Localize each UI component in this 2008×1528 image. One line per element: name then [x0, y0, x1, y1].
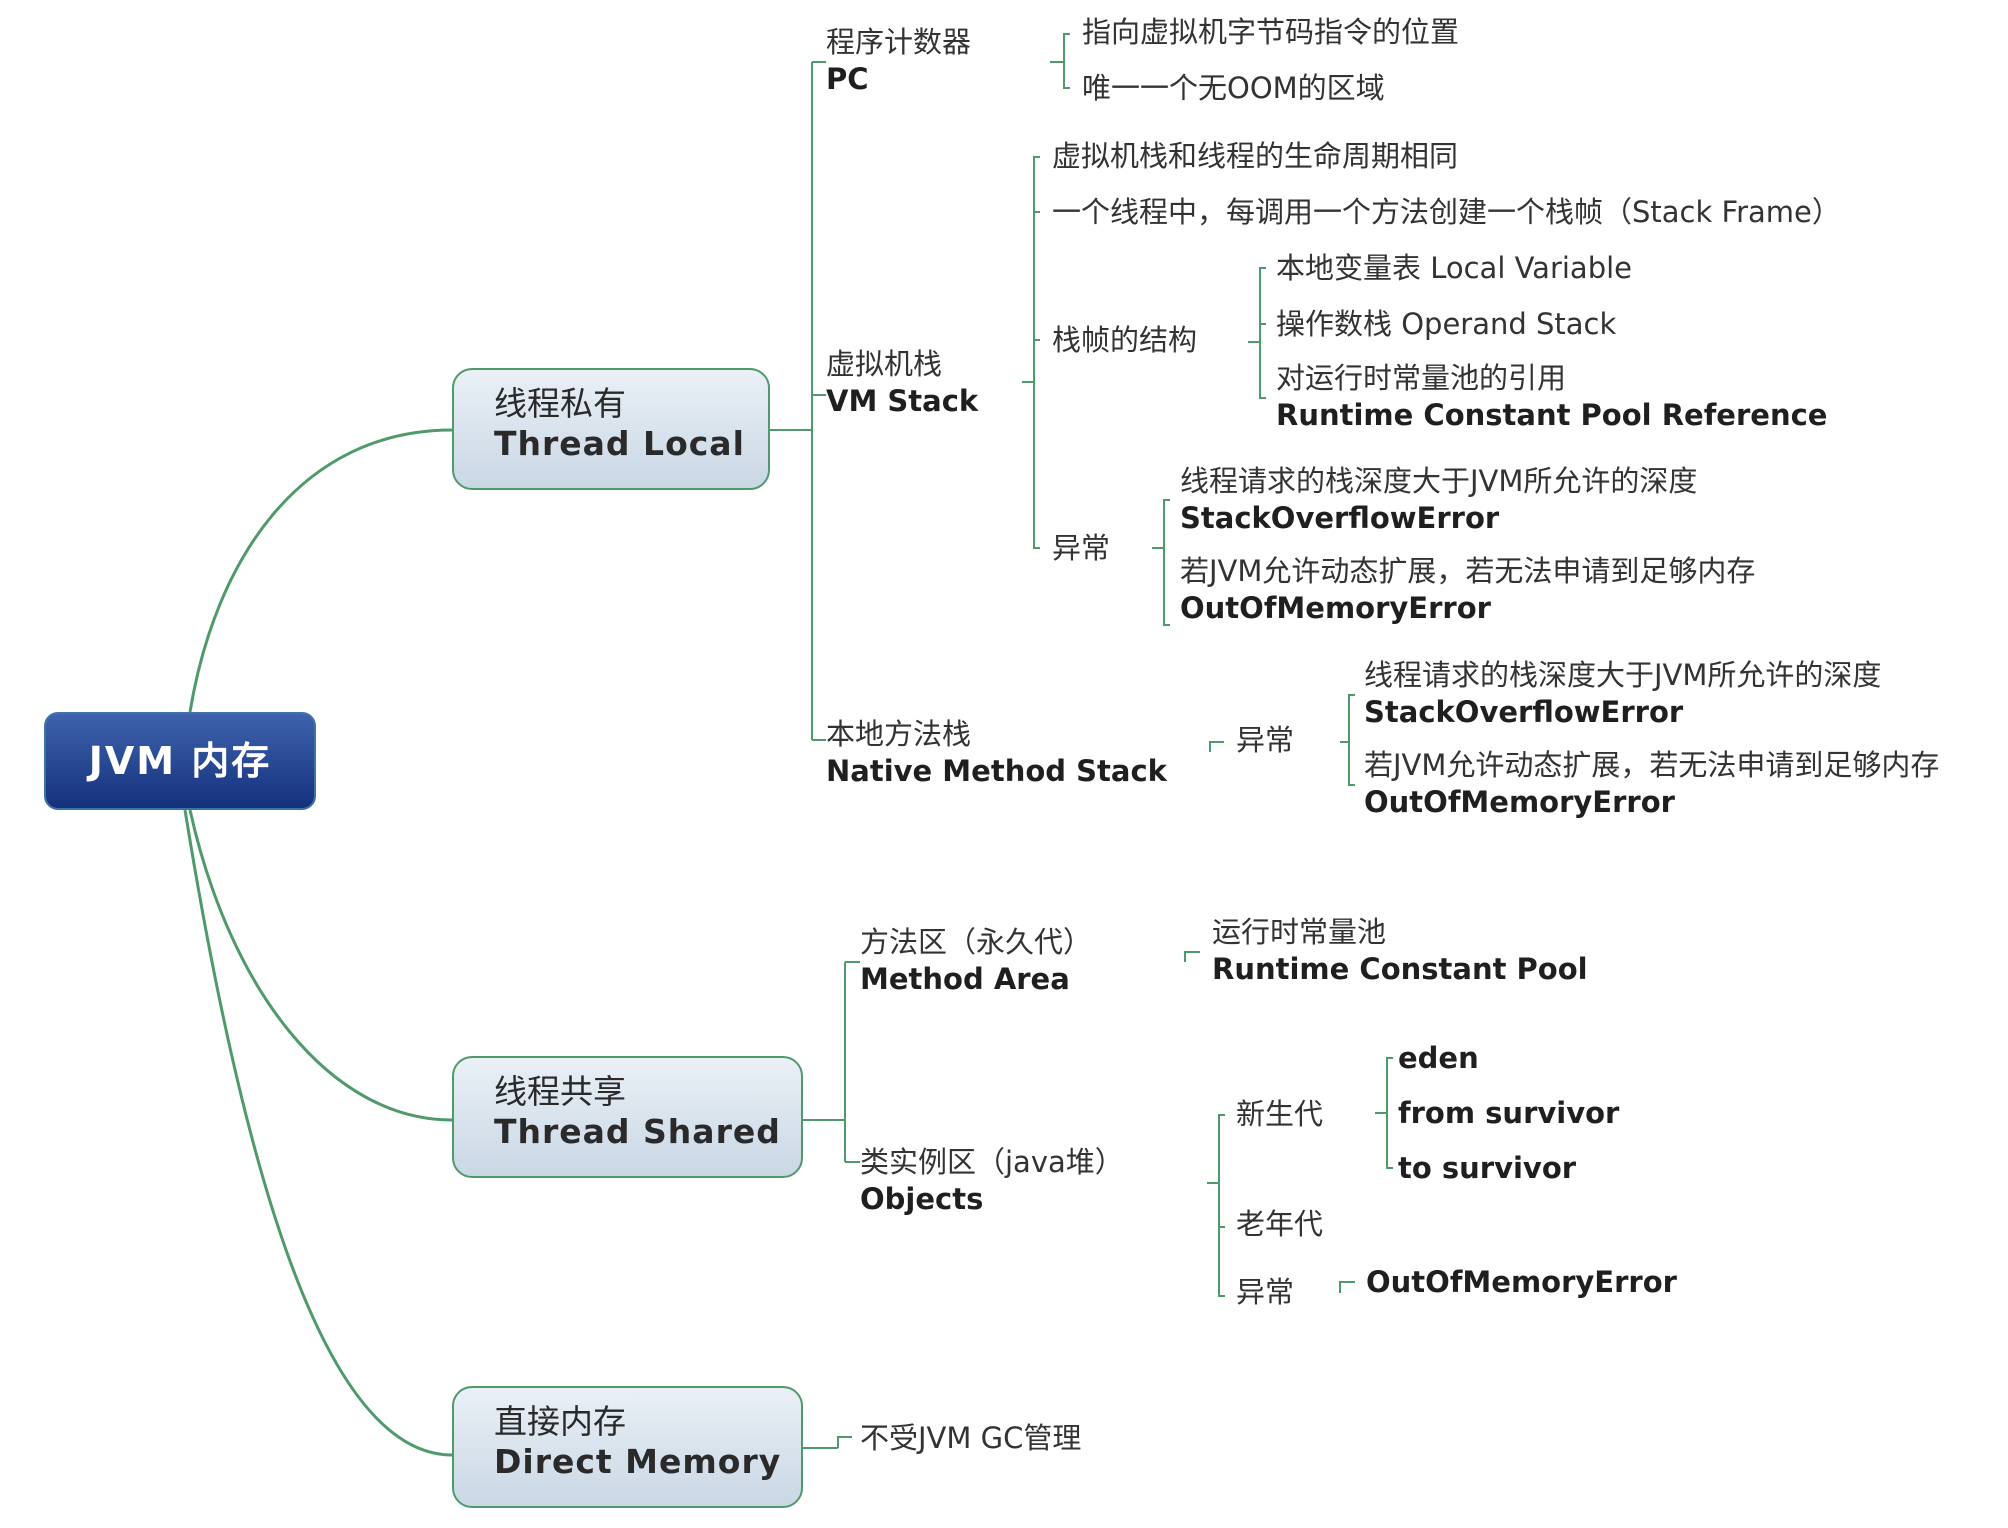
to-survivor-text: to survivor: [1398, 1151, 1577, 1185]
from-survivor-text: from survivor: [1398, 1096, 1620, 1130]
operand-stack-text: 操作数栈 Operand Stack: [1276, 307, 1617, 341]
bracket-frame-structure: [1248, 267, 1266, 399]
method-area-en: Method Area: [860, 962, 1070, 996]
vm-stack-item-1: 虚拟机栈和线程的生命周期相同: [1052, 138, 1458, 175]
vm-oom-zh: 若JVM允许动态扩展，若无法申请到足够内存: [1180, 554, 1756, 588]
bracket-objects: [1207, 1114, 1225, 1297]
native-exception-label: 异常: [1236, 723, 1295, 757]
runtime-pool-en: Runtime Constant Pool: [1212, 952, 1588, 986]
thread-local-zh: 线程私有: [494, 384, 626, 423]
thread-shared-node: 线程共享 Thread Shared: [452, 1056, 803, 1178]
pc-node: 程序计数器 PC: [826, 24, 971, 98]
direct-memory-note: 不受JVM GC管理: [860, 1420, 1081, 1457]
frame-structure-label: 栈帧的结构: [1052, 323, 1198, 357]
pc-en: PC: [826, 62, 869, 96]
pc-item-2: 唯一一个无OOM的区域: [1082, 70, 1385, 107]
native-stack-node: 本地方法栈 Native Method Stack: [826, 716, 1167, 790]
objects-node: 类实例区（java堆） Objects: [860, 1144, 1124, 1218]
pool-reference-zh: 对运行时常量池的引用: [1276, 361, 1567, 395]
bracket-pc: [1050, 33, 1070, 89]
pc-zh: 程序计数器: [826, 25, 972, 59]
vm-oom-item: 若JVM允许动态扩展，若无法申请到足够内存 OutOfMemoryError: [1180, 553, 1755, 627]
objects-exception-node: 异常: [1236, 1274, 1294, 1311]
link-direct-memory: [803, 1436, 852, 1449]
direct-memory-node: 直接内存 Direct Memory: [452, 1386, 803, 1508]
vm-stack-item-2-text: 一个线程中，每调用一个方法创建一个栈帧（Stack Frame）: [1052, 195, 1841, 229]
to-survivor-item: to survivor: [1398, 1150, 1576, 1187]
old-generation-label: 老年代: [1236, 1207, 1324, 1241]
young-generation-label: 新生代: [1236, 1097, 1324, 1131]
root-label: JVM 内存: [88, 739, 272, 783]
link-root-thread-shared: [188, 809, 453, 1122]
old-generation-node: 老年代: [1236, 1206, 1323, 1243]
vm-exception-node: 异常: [1052, 530, 1110, 567]
objects-zh: 类实例区（java堆）: [860, 1145, 1124, 1179]
eden-item: eden: [1398, 1040, 1479, 1077]
native-so-en: StackOverflowError: [1364, 695, 1684, 729]
bracket-vm-exception: [1152, 499, 1170, 626]
native-so-item: 线程请求的栈深度大于JVM所允许的深度 StackOverflowError: [1364, 657, 1881, 731]
native-so-zh: 线程请求的栈深度大于JVM所允许的深度: [1364, 658, 1882, 692]
runtime-pool-item: 运行时常量池 Runtime Constant Pool: [1212, 914, 1588, 988]
native-oom-item: 若JVM允许动态扩展，若无法申请到足够内存 OutOfMemoryError: [1364, 747, 1939, 821]
eden-text: eden: [1398, 1041, 1479, 1075]
bracket-native-exception: [1340, 694, 1355, 786]
objects-exception-label: 异常: [1236, 1275, 1295, 1309]
thread-shared-en: Thread Shared: [494, 1112, 781, 1151]
link-thread-shared-trunk: [803, 961, 860, 1163]
link-root-direct-memory: [183, 809, 453, 1457]
pc-item-1-text: 指向虚拟机字节码指令的位置: [1082, 15, 1460, 49]
thread-local-en: Thread Local: [494, 424, 745, 463]
runtime-pool-zh: 运行时常量池: [1212, 915, 1387, 949]
vm-stack-item-2: 一个线程中，每调用一个方法创建一个栈帧（Stack Frame）: [1052, 194, 1841, 231]
native-stack-zh: 本地方法栈: [826, 717, 972, 751]
bracket-young: [1375, 1057, 1393, 1169]
vm-so-zh: 线程请求的栈深度大于JVM所允许的深度: [1180, 464, 1698, 498]
frame-structure-node: 栈帧的结构: [1052, 322, 1197, 359]
link-objects-exception: [1339, 1281, 1355, 1293]
bracket-vm-stack: [1022, 156, 1040, 549]
native-stack-en: Native Method Stack: [826, 754, 1167, 788]
direct-memory-zh: 直接内存: [494, 1402, 626, 1441]
pc-item-1: 指向虚拟机字节码指令的位置: [1082, 14, 1459, 51]
vm-stack-node: 虚拟机栈 VM Stack: [826, 346, 978, 420]
thread-local-node: 线程私有 Thread Local: [452, 368, 770, 490]
root-node: JVM 内存: [44, 712, 316, 810]
pool-reference-item: 对运行时常量池的引用 Runtime Constant Pool Referen…: [1276, 360, 1827, 434]
native-exception-node: 异常: [1236, 722, 1294, 759]
direct-memory-note-text: 不受JVM GC管理: [860, 1421, 1082, 1455]
pc-item-2-text: 唯一一个无OOM的区域: [1082, 71, 1385, 105]
local-variable-text: 本地变量表 Local Variable: [1276, 251, 1633, 285]
thread-shared-zh: 线程共享: [494, 1072, 626, 1111]
link-native-exception: [1209, 741, 1224, 752]
vm-oom-en: OutOfMemoryError: [1180, 591, 1491, 625]
young-generation-node: 新生代: [1236, 1096, 1323, 1133]
vm-so-item: 线程请求的栈深度大于JVM所允许的深度 StackOverflowError: [1180, 463, 1697, 537]
link-root-thread-local: [188, 428, 453, 713]
local-variable-item: 本地变量表 Local Variable: [1276, 250, 1632, 287]
objects-oom-text: OutOfMemoryError: [1366, 1265, 1677, 1299]
vm-so-en: StackOverflowError: [1180, 501, 1500, 535]
link-method-area-pool: [1184, 951, 1200, 962]
vm-stack-zh: 虚拟机栈: [826, 347, 943, 381]
method-area-node: 方法区（永久代） Method Area: [860, 924, 1092, 998]
objects-en: Objects: [860, 1182, 984, 1216]
direct-memory-en: Direct Memory: [494, 1442, 782, 1481]
native-oom-zh: 若JVM允许动态扩展，若无法申请到足够内存: [1364, 748, 1940, 782]
objects-oom-item: OutOfMemoryError: [1366, 1264, 1677, 1301]
link-thread-local-trunk: [770, 61, 826, 741]
vm-stack-item-1-text: 虚拟机栈和线程的生命周期相同: [1052, 139, 1459, 173]
from-survivor-item: from survivor: [1398, 1095, 1619, 1132]
method-area-zh: 方法区（永久代）: [860, 925, 1093, 959]
vm-exception-label: 异常: [1052, 531, 1111, 565]
pool-reference-en: Runtime Constant Pool Reference: [1276, 398, 1828, 432]
native-oom-en: OutOfMemoryError: [1364, 785, 1675, 819]
vm-stack-en: VM Stack: [826, 384, 979, 418]
operand-stack-item: 操作数栈 Operand Stack: [1276, 306, 1616, 343]
